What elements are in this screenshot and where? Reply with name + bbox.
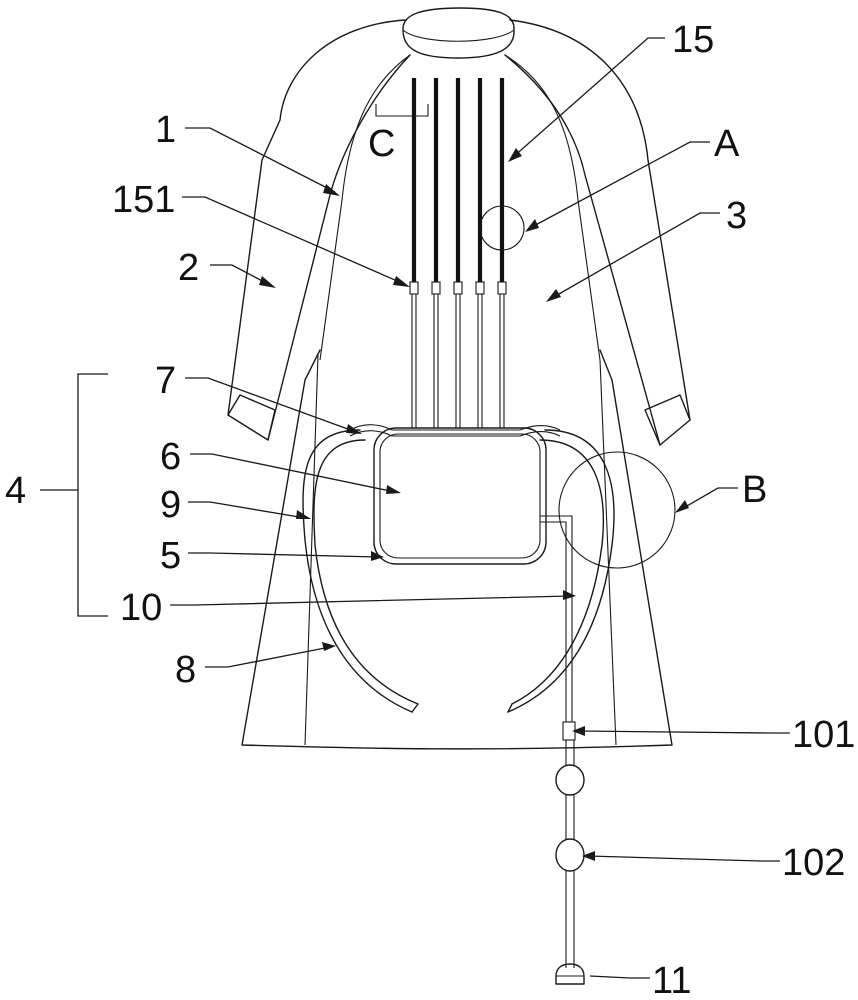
label-5: 5	[160, 535, 181, 577]
label-151: 151	[112, 179, 175, 221]
detail-circle-b	[558, 451, 676, 569]
label-2: 2	[178, 247, 199, 289]
label-11: 11	[652, 960, 691, 1000]
label-b: B	[742, 469, 767, 511]
label-4: 4	[5, 470, 26, 512]
leader-lines	[40, 37, 790, 979]
label-102: 102	[782, 842, 845, 884]
pack-assembly	[349, 424, 561, 565]
rod-assembly-15	[375, 78, 507, 428]
label-10: 10	[120, 587, 162, 629]
gown-body	[227, 7, 691, 750]
belt-9	[302, 429, 615, 713]
label-7: 7	[155, 360, 176, 402]
labels: 1 151 2 15 A 3 C 7 6 4 9 5 10 8 B 101 10…	[5, 19, 855, 1000]
label-9: 9	[160, 484, 181, 526]
label-1: 1	[155, 109, 176, 151]
label-8: 8	[175, 649, 196, 691]
label-c: C	[368, 123, 395, 165]
label-101: 101	[792, 714, 855, 756]
label-a: A	[714, 123, 740, 165]
label-15: 15	[672, 19, 714, 61]
label-6: 6	[160, 436, 181, 478]
label-3: 3	[726, 195, 747, 237]
outlet-tube-10	[540, 515, 585, 985]
detail-circle-a	[479, 205, 525, 251]
